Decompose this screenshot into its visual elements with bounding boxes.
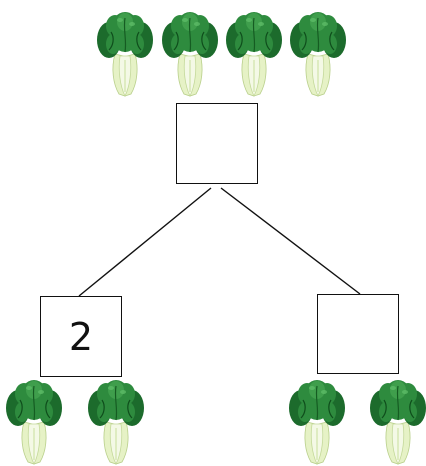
connector-line-left <box>78 187 212 297</box>
connector-line-right <box>220 187 361 295</box>
bok-choy-icon <box>96 11 154 97</box>
bok-choy-icon <box>161 11 219 97</box>
bok-choy-icon <box>225 11 283 97</box>
bok-choy-icon <box>369 379 426 465</box>
bok-choy-icon <box>5 379 63 465</box>
whole-answer-box[interactable] <box>176 103 258 184</box>
bok-choy-icon <box>288 379 346 465</box>
left-part-box: 2 <box>40 296 122 377</box>
bok-choy-icon <box>87 379 145 465</box>
bok-choy-icon <box>289 11 347 97</box>
right-part-answer-box[interactable] <box>317 294 399 374</box>
